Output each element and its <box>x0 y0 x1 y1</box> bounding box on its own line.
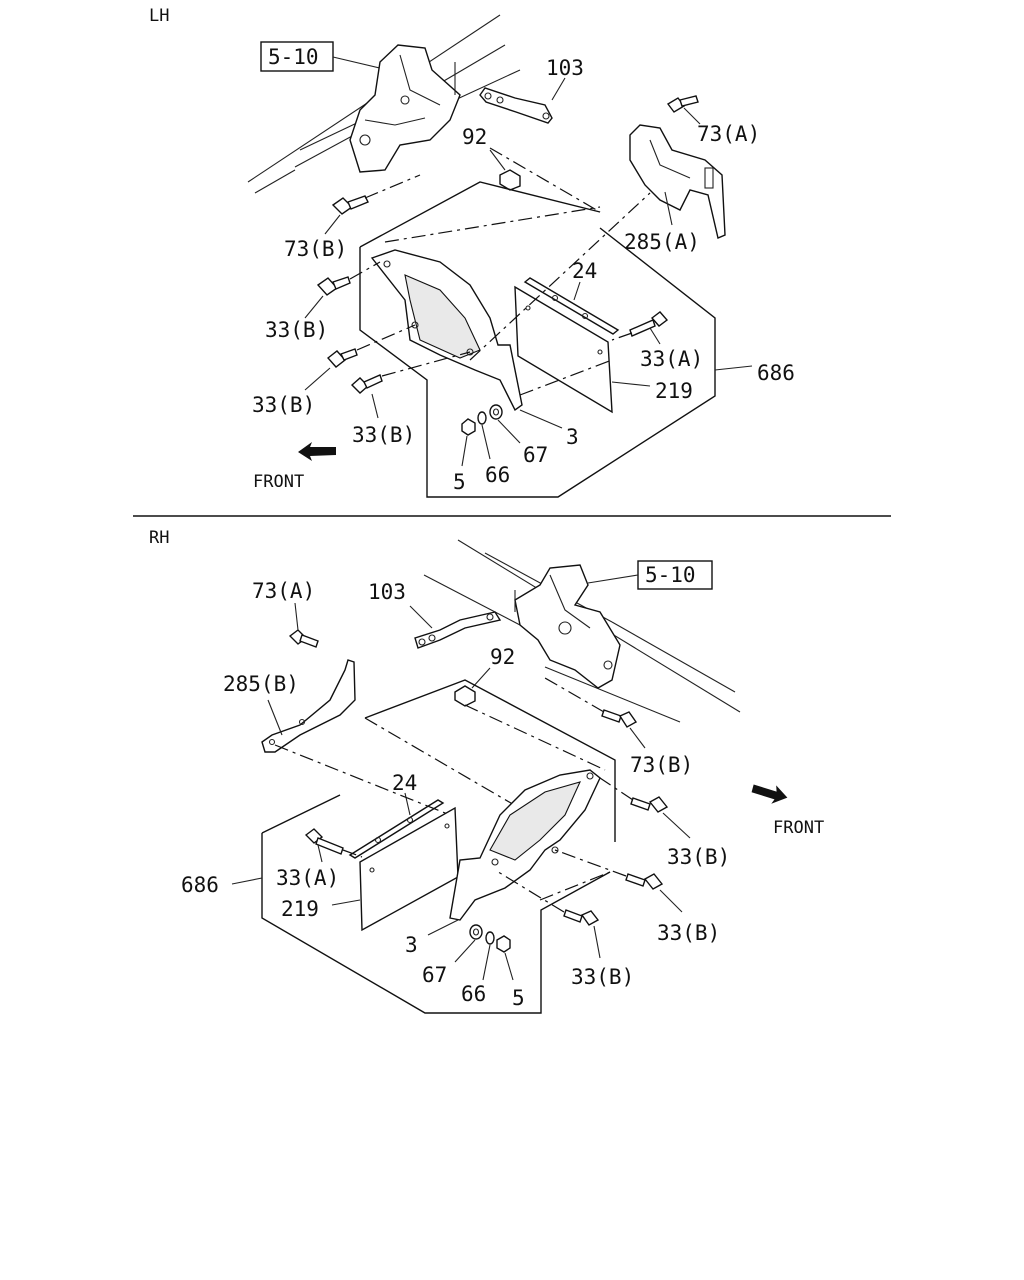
lh-label-73a: 73(A) <box>697 122 760 146</box>
lh-part-285a <box>629 124 726 239</box>
rh-reference-box[interactable]: 5-10 <box>637 560 713 590</box>
lh-section-title: LH <box>149 6 169 26</box>
rh-label-33a: 33(A) <box>276 866 339 890</box>
lh-part-67-washer <box>489 404 503 420</box>
rh-label-92: 92 <box>490 645 515 669</box>
lh-part-66-washer <box>477 411 487 425</box>
lh-bolt-33a <box>629 311 669 337</box>
lh-label-103: 103 <box>546 56 584 80</box>
lh-kit-686-outline <box>359 181 716 498</box>
lh-label-3: 3 <box>566 425 579 449</box>
rh-bolt-33b-3 <box>563 909 600 926</box>
rh-bolt-73b <box>601 709 638 728</box>
lh-label-92: 92 <box>462 125 487 149</box>
rh-label-66: 66 <box>461 982 486 1006</box>
lh-bolt-33b-2 <box>326 348 358 368</box>
rh-part-66-washer <box>485 931 495 945</box>
rh-label-33b-2: 33(B) <box>657 921 720 945</box>
lh-label-219: 219 <box>655 379 693 403</box>
rh-section-title: RH <box>149 528 169 548</box>
rh-label-3: 3 <box>405 933 418 957</box>
lh-reference-label: 5-10 <box>268 45 319 69</box>
lh-bolt-73b <box>331 195 369 215</box>
rh-label-24: 24 <box>392 771 417 795</box>
lh-part-92 <box>499 169 521 191</box>
lh-mount-bracket <box>349 44 461 173</box>
lh-part-103 <box>479 87 553 124</box>
rh-label-33b-1: 33(B) <box>667 845 730 869</box>
lh-label-5: 5 <box>453 470 466 494</box>
rh-bolt-33b-2 <box>625 873 664 890</box>
rh-front-label: FRONT <box>773 818 824 838</box>
rh-part-67-washer <box>469 924 483 940</box>
lh-label-24: 24 <box>572 259 597 283</box>
rh-bolt-33a <box>304 828 344 855</box>
rh-label-5: 5 <box>512 986 525 1010</box>
lh-part-24-strip <box>523 277 620 335</box>
rh-label-686: 686 <box>181 873 219 897</box>
lh-front-label: FRONT <box>253 472 304 492</box>
rh-mount-bracket <box>514 564 621 689</box>
rh-kit-686-outline <box>261 679 616 1014</box>
lh-section: LH 5-10 103 <box>149 6 795 498</box>
rh-part-285b <box>261 659 356 753</box>
lh-part-219-flap <box>514 285 613 414</box>
lh-label-66: 66 <box>485 463 510 487</box>
rh-part-5-nut <box>496 935 511 953</box>
rh-reference-label: 5-10 <box>645 563 696 587</box>
lh-reference-box-frame <box>260 41 334 72</box>
lh-front-arrow-icon <box>298 442 336 461</box>
rh-bolt-73a <box>288 629 319 648</box>
rh-part-219-flap <box>359 806 459 932</box>
rh-label-103: 103 <box>368 580 406 604</box>
lh-label-686: 686 <box>757 361 795 385</box>
lh-part-3-mudguard <box>370 249 523 412</box>
rh-part-24-strip <box>348 799 445 859</box>
rh-label-73a: 73(A) <box>252 579 315 603</box>
rh-label-73b: 73(B) <box>630 753 693 777</box>
rh-part-103 <box>414 611 502 649</box>
lh-part-5-nut <box>461 418 476 436</box>
rh-bolt-33b-1 <box>630 796 669 813</box>
lh-label-73b: 73(B) <box>284 237 347 261</box>
lh-label-33b-3: 33(B) <box>352 423 415 447</box>
lh-label-67: 67 <box>523 443 548 467</box>
rh-label-219: 219 <box>281 897 319 921</box>
rh-label-33b-3: 33(B) <box>571 965 634 989</box>
rh-label-285b: 285(B) <box>223 672 299 696</box>
lh-bolt-33b-3 <box>350 374 383 394</box>
lh-reference-box[interactable]: 5-10 <box>260 41 334 72</box>
rh-front-arrow-icon <box>751 784 788 804</box>
lh-bolt-73a <box>666 95 699 113</box>
lh-label-33a: 33(A) <box>640 347 703 371</box>
rh-label-67: 67 <box>422 963 447 987</box>
rh-part-92 <box>454 685 476 707</box>
lh-label-33b-1: 33(B) <box>265 318 328 342</box>
lh-bolt-33b-1 <box>316 276 351 296</box>
rh-section: RH 5-10 73(A) <box>149 528 824 1014</box>
rh-part-3-mudguard <box>449 769 601 921</box>
lh-label-33b-2: 33(B) <box>252 393 315 417</box>
lh-label-285a: 285(A) <box>624 230 700 254</box>
